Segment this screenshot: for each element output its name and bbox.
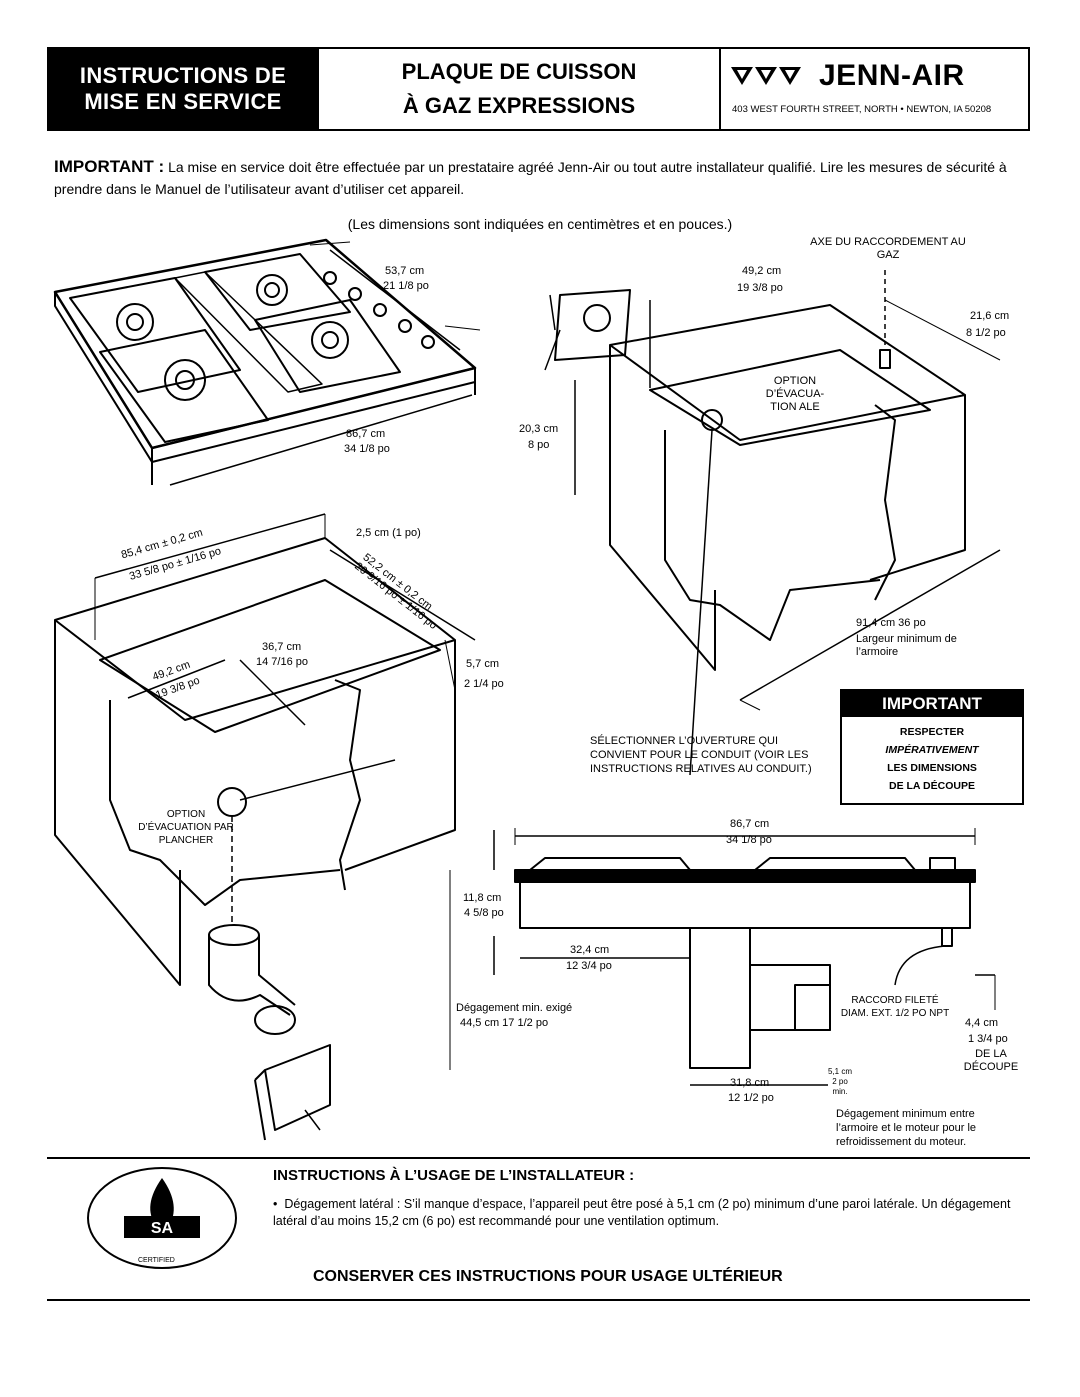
cutout-offset-in: 1 3/4 po — [968, 1033, 1008, 1045]
side-view-illustration — [449, 828, 996, 1086]
min-gap-block: 5,1 cm 2 po min. — [828, 1067, 852, 1097]
dimensions-note: (Les dimensions sont indiquées en centim… — [347, 216, 733, 232]
doc-type-line2: MISE EN SERVICE — [84, 89, 282, 114]
cooktop-illustration — [53, 238, 481, 486]
important-text: La mise en service doit être effectuée p… — [54, 159, 1007, 197]
cooktop-height-in: 4 5/8 po — [464, 907, 504, 919]
section-divider-bottom — [47, 1299, 1030, 1301]
gas-axis-label: AXE DU RACCORDEMENT AU GAZ — [810, 236, 966, 261]
installer-bullet-text: Dégagement latéral : S’il manque d’espac… — [273, 1197, 1011, 1228]
svg-text:SA: SA — [151, 1220, 174, 1237]
important-box-line1: RESPECTER — [899, 726, 965, 738]
gas-offset-in: 8 1/2 po — [966, 327, 1006, 339]
company-address: 403 WEST FOURTH STREET, NORTH • NEWTON, … — [732, 104, 992, 115]
footer-title: CONSERVER CES INSTRUCTIONS POUR USAGE UL… — [313, 1268, 783, 1285]
product-title: PLAQUE DE CUISSON À GAZ EXPRESSIONS — [319, 47, 719, 131]
clearance-label: Dégagement min. exigé — [456, 1002, 573, 1014]
countertop-thickness: 2,5 cm (1 po) — [356, 527, 421, 539]
brand-name: JENN-AIR — [819, 59, 965, 92]
product-line1: PLAQUE DE CUISSON — [401, 59, 637, 84]
important-box-line4: DE LA DÉCOUPE — [889, 780, 975, 792]
min-gap-in: 2 po — [832, 1077, 848, 1086]
certified-text: CERTIFIED — [138, 1257, 175, 1264]
side-dim-cm: 5,7 cm — [466, 658, 500, 670]
important-box: IMPORTANT RESPECTER IMPÉRATIVEMENT LES D… — [840, 689, 1024, 805]
min-gap-cm: 5,1 cm — [828, 1067, 853, 1076]
cutout-offset-cm: 4,4 cm — [965, 1017, 999, 1029]
section-divider-top — [47, 1157, 1030, 1159]
brand-block: JENN-AIR 403 WEST FOURTH STREET, NORTH •… — [719, 47, 1030, 131]
min-cabinet-width-label: Largeur minimum de l’armoire — [856, 633, 957, 658]
important-notice: IMPORTANT : La mise en service doit être… — [54, 156, 1030, 200]
motor-offset-cm: 32,4 cm — [570, 944, 610, 956]
inner-dim-in: 14 7/16 po — [256, 656, 308, 668]
right-depth-cm: 49,2 cm — [742, 265, 782, 277]
cooktop-height-cm: 11,8 cm — [463, 892, 502, 904]
side-vent-option: OPTION D’ÉVACUA- TION ALE — [765, 375, 825, 413]
clearance-value: 44,5 cm 17 1/2 po — [460, 1017, 549, 1029]
floor-vent-option: OPTION D’ÉVACUATION PAR PLANCHER — [138, 809, 234, 846]
important-box-title: IMPORTANT — [842, 691, 1022, 717]
doc-type-title: INSTRUCTIONS DE MISE EN SERVICE — [47, 47, 319, 131]
bullet-icon: • — [273, 1197, 285, 1211]
important-box-emph: IMPÉRATIVEMENT — [885, 744, 979, 756]
important-box-line3: LES DIMENSIONS — [887, 762, 977, 774]
overall-width-in: 34 1/8 po — [726, 834, 772, 846]
min-gap-label: min. — [832, 1087, 848, 1096]
certification-seal: SA CERTIFIED — [86, 1166, 238, 1271]
cooktop-depth-cm: 53,7 cm — [385, 265, 425, 277]
installer-title: INSTRUCTIONS À L’USAGE DE L’INSTALLATEUR… — [273, 1167, 635, 1184]
conduit-note: SÉLECTIONNER L’OUVERTURE QUI CONVIENT PO… — [590, 735, 812, 775]
installer-bullet: • Dégagement latéral : S’il manque d’esp… — [273, 1196, 1028, 1230]
gas-offset-cm: 21,6 cm — [970, 310, 1010, 322]
cooktop-depth-in: 21 1/8 po — [383, 280, 429, 292]
important-label: IMPORTANT : — [54, 157, 165, 176]
threaded-fitting: RACCORD FILETÉ DIAM. EXT. 1/2 PO NPT — [840, 995, 950, 1019]
cutout-offset-label: DE LA DÉCOUPE — [963, 1048, 1019, 1073]
vent-height-cm: 20,3 cm — [519, 423, 559, 435]
overall-width-cm: 86,7 cm — [730, 818, 770, 830]
motor-clearance-note: Dégagement minimum entre l’armoire et le… — [836, 1108, 977, 1148]
vent-height-in: 8 po — [528, 439, 550, 451]
cooktop-width-in: 34 1/8 po — [344, 443, 390, 455]
product-line2: À GAZ EXPRESSIONS — [402, 93, 636, 118]
bottom-width-cm: 31,8 cm — [730, 1077, 770, 1089]
important-box-line2: IMPÉRATIVEMENT — [842, 741, 1022, 759]
motor-offset-in: 12 3/4 po — [566, 960, 612, 972]
brand-logo-icon — [731, 67, 801, 85]
left-cabinet-illustration — [54, 513, 476, 1141]
right-depth-in: 19 3/8 po — [737, 282, 783, 294]
right-cabinet-illustration — [544, 270, 1001, 776]
min-cabinet-width: 91,4 cm 36 po — [856, 617, 926, 629]
csa-certified-icon: SA — [87, 1167, 237, 1269]
inner-dim-cm: 36,7 cm — [262, 641, 302, 653]
bottom-width-in: 12 1/2 po — [728, 1092, 774, 1104]
cooktop-width-cm: 86,7 cm — [346, 428, 386, 440]
doc-type-line1: INSTRUCTIONS DE — [79, 63, 287, 88]
side-dim-in: 2 1/4 po — [464, 678, 504, 690]
